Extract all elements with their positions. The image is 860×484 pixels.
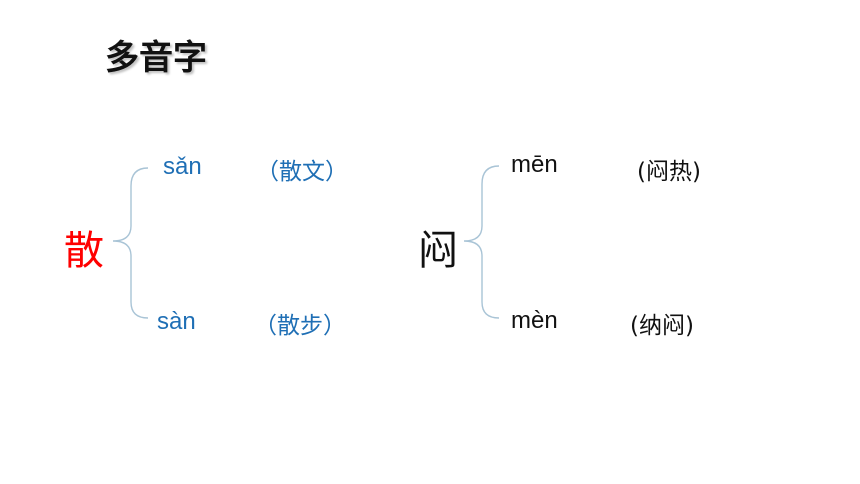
- word-menre: (闷热): [637, 159, 701, 185]
- pinyin-men-1: mēn: [511, 151, 558, 178]
- head-char-men: 闷: [418, 228, 458, 274]
- slide-title: 多音字: [105, 38, 207, 78]
- pinyin-san-3: sǎn: [163, 153, 202, 180]
- word-sanbu: （散步）: [254, 313, 346, 339]
- pinyin-san-4: sàn: [157, 308, 196, 335]
- head-char-san: 散: [64, 228, 104, 274]
- pinyin-men-4: mèn: [511, 307, 558, 334]
- word-sanwen: （散文）: [256, 159, 348, 185]
- bracket-san: [112, 167, 149, 319]
- bracket-men: [463, 165, 500, 319]
- word-namen: (纳闷): [630, 313, 694, 339]
